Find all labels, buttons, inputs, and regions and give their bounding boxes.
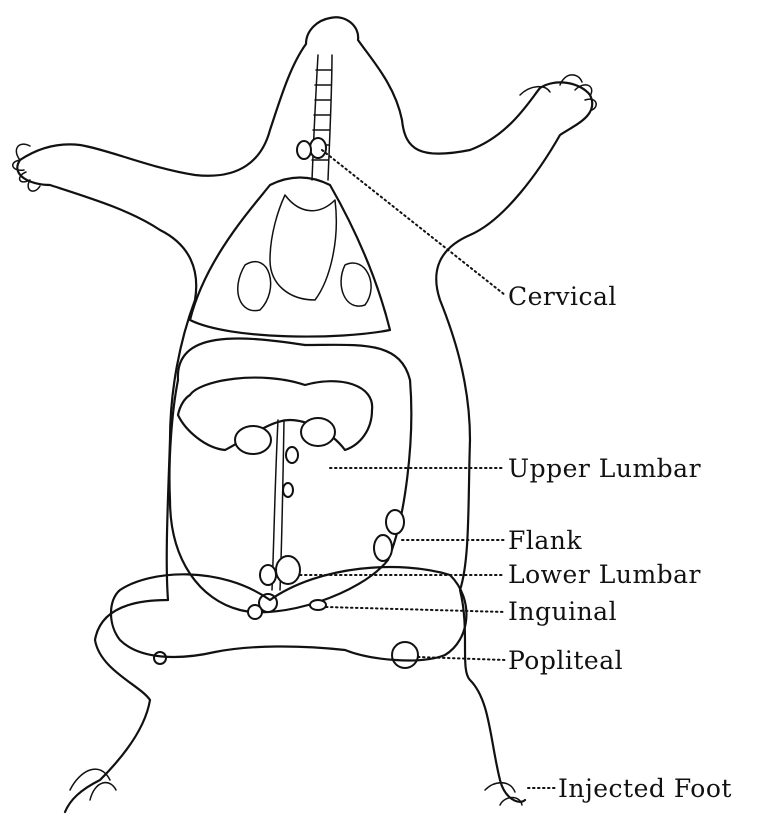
chest-organs	[238, 195, 371, 311]
label-injected-foot: Injected Foot	[558, 774, 732, 803]
upper-lumbar-node	[283, 483, 293, 497]
cervical-node	[297, 141, 311, 159]
cervical-node	[310, 138, 326, 158]
right-paw	[520, 75, 596, 110]
label-inguinal: Inguinal	[508, 597, 617, 626]
left-kidney	[235, 426, 271, 454]
trachea	[312, 55, 332, 180]
liver	[178, 378, 372, 450]
flank-node	[374, 535, 392, 561]
hind-feet	[70, 769, 522, 805]
lower-lumbar-node	[276, 556, 300, 584]
label-lower-lumbar: Lower Lumbar	[508, 560, 701, 589]
label-cervical: Cervical	[508, 282, 617, 311]
flank-node	[386, 510, 404, 534]
popliteal-node	[154, 652, 166, 664]
label-popliteal: Popliteal	[508, 646, 623, 675]
body-outline	[17, 17, 592, 812]
inguinal-node	[310, 600, 326, 610]
lower-lumbar-node	[260, 565, 276, 585]
inguinal-leader	[326, 607, 505, 612]
upper-lumbar-node	[286, 447, 298, 463]
popliteal-node	[392, 642, 418, 668]
label-flank: Flank	[508, 526, 582, 555]
label-upper-lumbar: Upper Lumbar	[508, 454, 701, 483]
inguinal-node	[248, 605, 262, 619]
right-kidney	[301, 418, 335, 446]
